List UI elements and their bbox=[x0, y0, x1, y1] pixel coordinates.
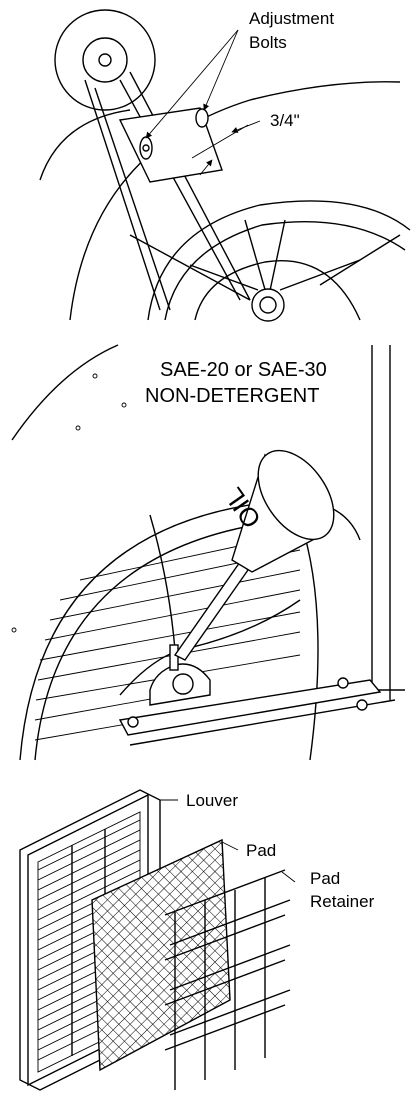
housing-edge-arc bbox=[11, 344, 119, 441]
adjustment-label-line2: Bolts bbox=[249, 33, 287, 52]
retainer-label-line2: Retainer bbox=[310, 892, 375, 911]
bolt-head bbox=[142, 144, 150, 152]
pad-label: Pad bbox=[246, 841, 276, 860]
louver-label: Louver bbox=[186, 791, 238, 810]
rivet bbox=[75, 425, 81, 431]
oil-funnel: OIL bbox=[218, 449, 335, 573]
belt-right bbox=[129, 71, 251, 301]
housing-edge bbox=[39, 109, 131, 181]
pulley-shaft bbox=[98, 53, 112, 67]
belt-left-inner bbox=[94, 87, 171, 311]
rivet bbox=[11, 627, 17, 633]
oil-spec-line1: SAE-20 or SAE-30 bbox=[160, 359, 327, 381]
rivet bbox=[92, 373, 98, 379]
fan-wheel bbox=[129, 200, 411, 322]
dimension-arrow-bottom bbox=[199, 159, 213, 176]
belt-panel: Adjustment Bolts 3/4" bbox=[39, 9, 411, 322]
fan-wheel-side bbox=[299, 519, 319, 761]
mount-bolt bbox=[356, 699, 368, 711]
dimension-line bbox=[191, 124, 249, 159]
oil-spec-line2: NON-DETERGENT bbox=[145, 385, 319, 407]
grease-fitting bbox=[169, 644, 179, 671]
pad-leader bbox=[221, 841, 239, 851]
bearing bbox=[172, 673, 194, 695]
adjustment-bolt-right bbox=[195, 108, 209, 128]
retainer-leader bbox=[281, 871, 296, 883]
bolt-leader-1 bbox=[145, 29, 239, 139]
bolt-leader-2 bbox=[203, 29, 239, 111]
rivet bbox=[121, 402, 127, 408]
belt-left bbox=[84, 79, 161, 311]
oil-can-spout bbox=[173, 560, 249, 661]
retainer-label-line1: Pad bbox=[310, 869, 340, 888]
louver-panel: Louver Pad Pad Retainer bbox=[19, 789, 375, 1091]
adjustment-label-line1: Adjustment bbox=[249, 9, 334, 28]
mount-bolt bbox=[127, 716, 139, 728]
mount-bolt bbox=[337, 677, 349, 689]
dimension-arrow-top bbox=[231, 120, 261, 133]
shaft-rail bbox=[129, 699, 396, 746]
evaporative-pad bbox=[91, 838, 231, 1072]
fan-wheel-rim bbox=[19, 499, 361, 761]
oil-panel: SAE-20 or SAE-30 NON-DETERGENT bbox=[11, 344, 405, 761]
fan-housing-arc bbox=[69, 81, 401, 321]
fan-wheel-rim-inner bbox=[34, 519, 291, 761]
pad-retainer bbox=[164, 869, 291, 1090]
gap-dimension-label: 3/4" bbox=[270, 111, 300, 130]
motor-bracket bbox=[118, 107, 223, 183]
shaft bbox=[118, 679, 382, 736]
